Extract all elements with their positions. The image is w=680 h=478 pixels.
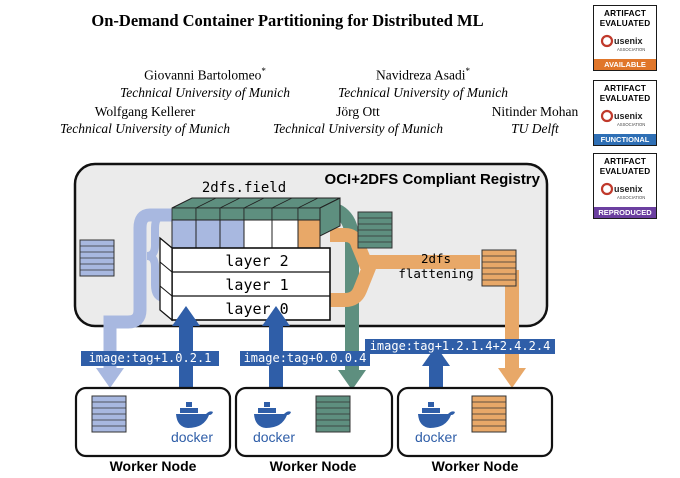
- flattening-label: 2dfs: [421, 251, 451, 266]
- docker-label: docker: [171, 429, 213, 445]
- docker-label: docker: [253, 429, 295, 445]
- layer-label: layer 1: [225, 276, 288, 294]
- author-affiliation: Technical University of Munich: [337, 84, 509, 100]
- worker-node-label: Worker Node: [110, 458, 197, 474]
- svg-text:ASSOCIATION: ASSOCIATION: [617, 195, 645, 200]
- author-name: Navidreza Asadi*: [375, 66, 471, 83]
- author-name: Nitinder Mohan: [491, 104, 579, 119]
- image-tag: image:tag+0.0.0.4: [244, 351, 367, 365]
- author-affiliation: Technical University of Munich: [119, 84, 291, 100]
- badge-status: REPRODUCED: [594, 207, 656, 218]
- layer-label: layer 2: [225, 252, 288, 270]
- svg-text:ASSOCIATION: ASSOCIATION: [617, 47, 645, 52]
- author-block: Nitinder Mohan TU Delft: [465, 103, 605, 137]
- field-label: 2dfs.field: [202, 180, 286, 196]
- image-tag: image:tag+1.0.2.1: [89, 351, 212, 365]
- svg-text:ASSOCIATION: ASSOCIATION: [617, 122, 645, 127]
- author-block: Navidreza Asadi* Technical University of…: [328, 63, 518, 101]
- badge-status: AVAILABLE: [594, 59, 656, 70]
- author-block: Wolfgang Kellerer Technical University o…: [45, 103, 245, 137]
- worker-node-3: docker Worker Node: [396, 386, 554, 474]
- svg-text:usenix: usenix: [614, 36, 643, 46]
- author-name: Wolfgang Kellerer: [94, 104, 196, 119]
- download-arrow-blue: [96, 368, 124, 388]
- orange-image-stack: [481, 249, 517, 287]
- green-image-stack: [357, 211, 393, 249]
- author-name: Jörg Ott: [336, 104, 380, 119]
- worker-node-label: Worker Node: [432, 458, 519, 474]
- tag-bg: [365, 339, 555, 354]
- docker-label: docker: [415, 429, 457, 445]
- author-affiliation: Technical University of Munich: [59, 121, 231, 136]
- image-tag: image:tag+1.2.1.4+2.4.2.4: [370, 339, 551, 353]
- layer-brace: [146, 211, 166, 302]
- usenix-logo-icon: usenix ASSOCIATION: [600, 182, 645, 200]
- svg-text:usenix: usenix: [614, 111, 643, 121]
- author-affiliation: Technical University of Munich: [272, 121, 444, 136]
- blue-image-stack: [79, 239, 115, 277]
- worker-node-label: Worker Node: [270, 458, 357, 474]
- field-grid: [171, 197, 341, 249]
- paper-title: On-Demand Container Partitioning for Dis…: [91, 11, 484, 30]
- worker-node-2: docker Worker Node: [234, 386, 394, 474]
- download-arrow-green: [338, 370, 366, 390]
- author-block: Giovanni Bartolomeo* Technical Universit…: [110, 63, 300, 101]
- blue-flow-path: [103, 208, 172, 368]
- badge-status: FUNCTIONAL: [594, 134, 656, 145]
- worker-node-1: docker Worker Node: [74, 386, 232, 474]
- author-name: Giovanni Bartolomeo*: [144, 66, 266, 83]
- flattening-label: flattening: [398, 266, 473, 281]
- download-arrow-orange: [498, 368, 526, 388]
- author-block: Jörg Ott Technical University of Munich: [258, 103, 458, 137]
- usenix-logo-icon: usenix ASSOCIATION: [600, 34, 645, 52]
- author-affiliation: TU Delft: [511, 121, 559, 136]
- tag-bg: [81, 351, 219, 366]
- tag-bg: [240, 351, 370, 366]
- svg-text:usenix: usenix: [614, 184, 643, 194]
- layers-box: layer 2 layer 1 layer 0: [159, 236, 331, 322]
- registry-label: OCI+2DFS Compliant Registry: [325, 171, 541, 188]
- usenix-logo-icon: usenix ASSOCIATION: [600, 109, 645, 127]
